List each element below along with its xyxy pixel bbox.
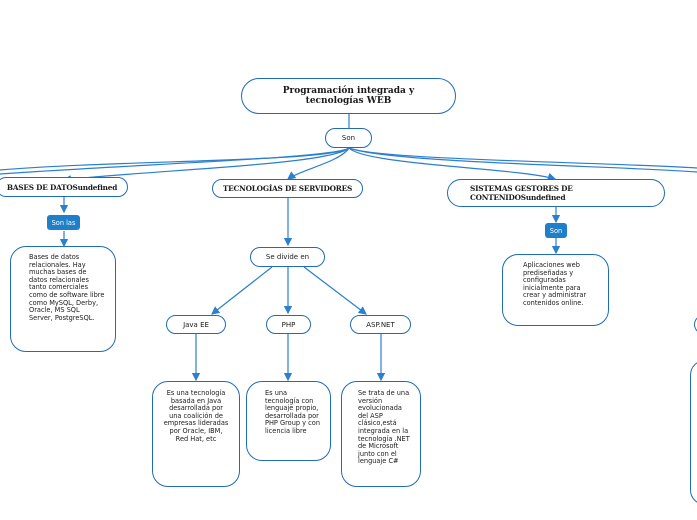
topic-bases-de-datos-label: BASES DE DATOSundefined bbox=[6, 182, 118, 192]
topic-sistemas-gestores-de-contenidos[interactable]: SISTEMAS GESTORES DE CONTENIDOSundefined bbox=[447, 179, 665, 207]
topic-php[interactable]: PHP bbox=[266, 315, 311, 334]
offscreen-description-right[interactable] bbox=[690, 360, 697, 505]
topic-bases-de-datos[interactable]: BASES DE DATOSundefined bbox=[0, 177, 128, 197]
topic-tecnologias-de-servidores[interactable]: TECNOLOGÍAS DE SERVIDORES bbox=[212, 179, 363, 198]
description-java-ee[interactable]: Es una tecnología basada en Java desarro… bbox=[152, 381, 240, 487]
link-label-son-las: Son las bbox=[47, 215, 80, 230]
connector-se-divide-en[interactable]: Se divide en bbox=[250, 247, 325, 267]
topic-asp-net[interactable]: ASP.NET bbox=[350, 315, 411, 334]
link-label-son: Son bbox=[545, 223, 567, 238]
description-asp-net[interactable]: Se trata de una versión evolucionada del… bbox=[341, 381, 421, 487]
connector-son[interactable]: Son bbox=[325, 128, 372, 148]
topic-java-ee[interactable]: Java EE bbox=[166, 315, 226, 334]
description-sistemas-gestores[interactable]: Aplicaciones web prediseñadas y configur… bbox=[502, 254, 609, 326]
description-php[interactable]: Es una tecnología con lenguaje propio, d… bbox=[246, 381, 331, 461]
root-topic-label: Programación integrada y tecnologías WEB bbox=[282, 86, 415, 106]
root-topic[interactable]: Programación integrada y tecnologías WEB bbox=[241, 78, 456, 114]
description-bases-de-datos[interactable]: Bases de datos relacionales. Hay muchas … bbox=[10, 246, 116, 352]
